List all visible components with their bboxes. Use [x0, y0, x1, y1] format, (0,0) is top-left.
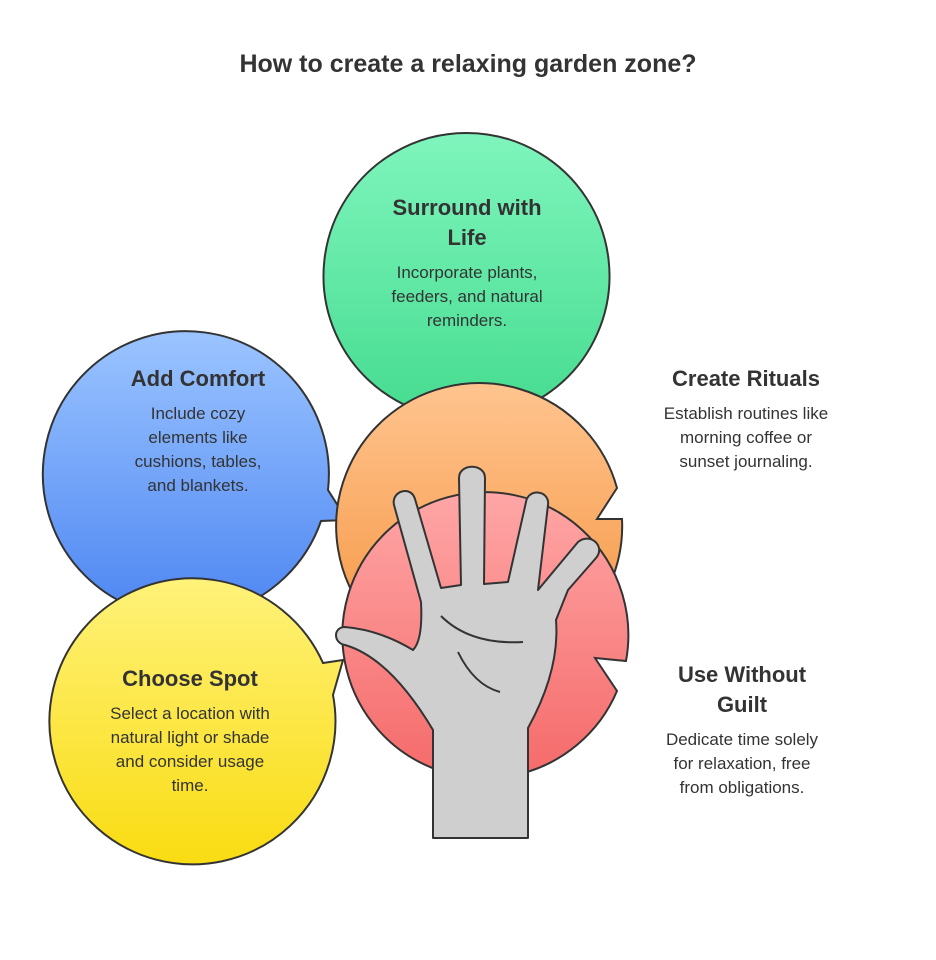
bubble-choose-spot	[48, 577, 345, 866]
step-description: Select a location with natural light or …	[110, 704, 270, 795]
page-title: How to create a relaxing garden zone?	[239, 50, 697, 78]
step-heading: Choose Spot	[122, 666, 258, 691]
step-description: Establish routines like morning coffee o…	[663, 404, 829, 471]
step-choose-spot: Choose Spot Select a location with natur…	[100, 664, 280, 798]
step-create-rituals: Create Rituals Establish routines like m…	[651, 364, 841, 474]
step-heading: Create Rituals	[672, 366, 820, 391]
step-description: Include cozy elements like cushions, tab…	[134, 404, 262, 495]
hand-icon	[335, 465, 601, 839]
step-use-without-guilt: Use Without Guilt Dedicate time solely f…	[652, 660, 832, 800]
bubble-surround-with-life	[322, 131, 611, 451]
step-heading: Surround with Life	[392, 195, 542, 250]
step-surround-with-life: Surround with Life Incorporate plants, f…	[372, 193, 562, 333]
step-description: Dedicate time solely for relaxation, fre…	[665, 730, 819, 797]
step-heading: Add Comfort	[130, 366, 266, 391]
step-add-comfort: Add Comfort Include cozy elements like c…	[108, 364, 288, 498]
step-heading: Use Without Guilt	[677, 662, 807, 717]
step-description: Incorporate plants, feeders, and natural…	[391, 263, 543, 330]
